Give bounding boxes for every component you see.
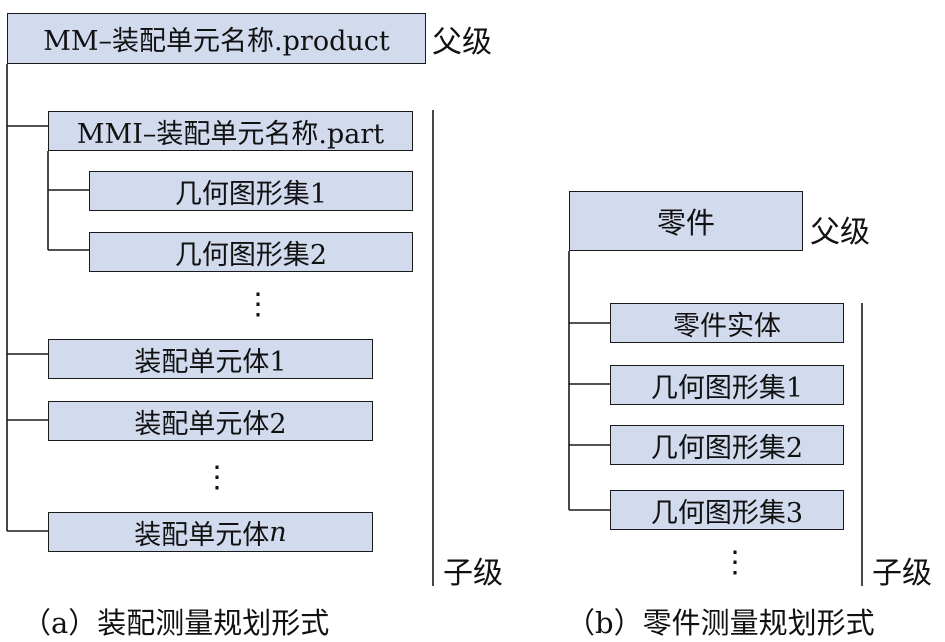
child-level-label-b: 子级 — [872, 556, 932, 591]
geometry-set-1-b: 几何图形集1 — [610, 365, 844, 405]
caption-a: （a）装配测量规划形式 — [22, 606, 330, 640]
product-root-box: MM–装配单元名称.product — [7, 13, 426, 64]
child-level-label-a: 子级 — [443, 556, 503, 591]
part-geometry-set-2: 几何图形集2 — [89, 232, 413, 272]
assembly-bodies-ellipsis: ⋮ — [202, 460, 232, 495]
assembly-body-1: 装配单元体1 — [48, 339, 373, 379]
geometry-set-2-b: 几何图形集2 — [610, 425, 844, 465]
part-children-ellipsis: ⋮ — [243, 287, 273, 322]
assembly-body-n-prefix: 装配单元体 — [134, 519, 270, 551]
parent-level-label-b: 父级 — [810, 215, 870, 250]
children-ellipsis-b: ⋮ — [720, 545, 750, 580]
geometry-set-3-b: 几何图形集3 — [610, 490, 844, 530]
assembly-body-n-index: n — [269, 516, 287, 548]
part-root-box-b: 零件 — [569, 191, 803, 251]
caption-b: （b）零件测量规划形式 — [566, 606, 875, 640]
part-geometry-set-1: 几何图形集1 — [89, 171, 413, 211]
assembly-body-2: 装配单元体2 — [48, 401, 373, 441]
part-box: MMI–装配单元名称.part — [48, 111, 413, 151]
parent-level-label-a: 父级 — [432, 25, 492, 60]
part-solid-box: 零件实体 — [610, 303, 844, 343]
